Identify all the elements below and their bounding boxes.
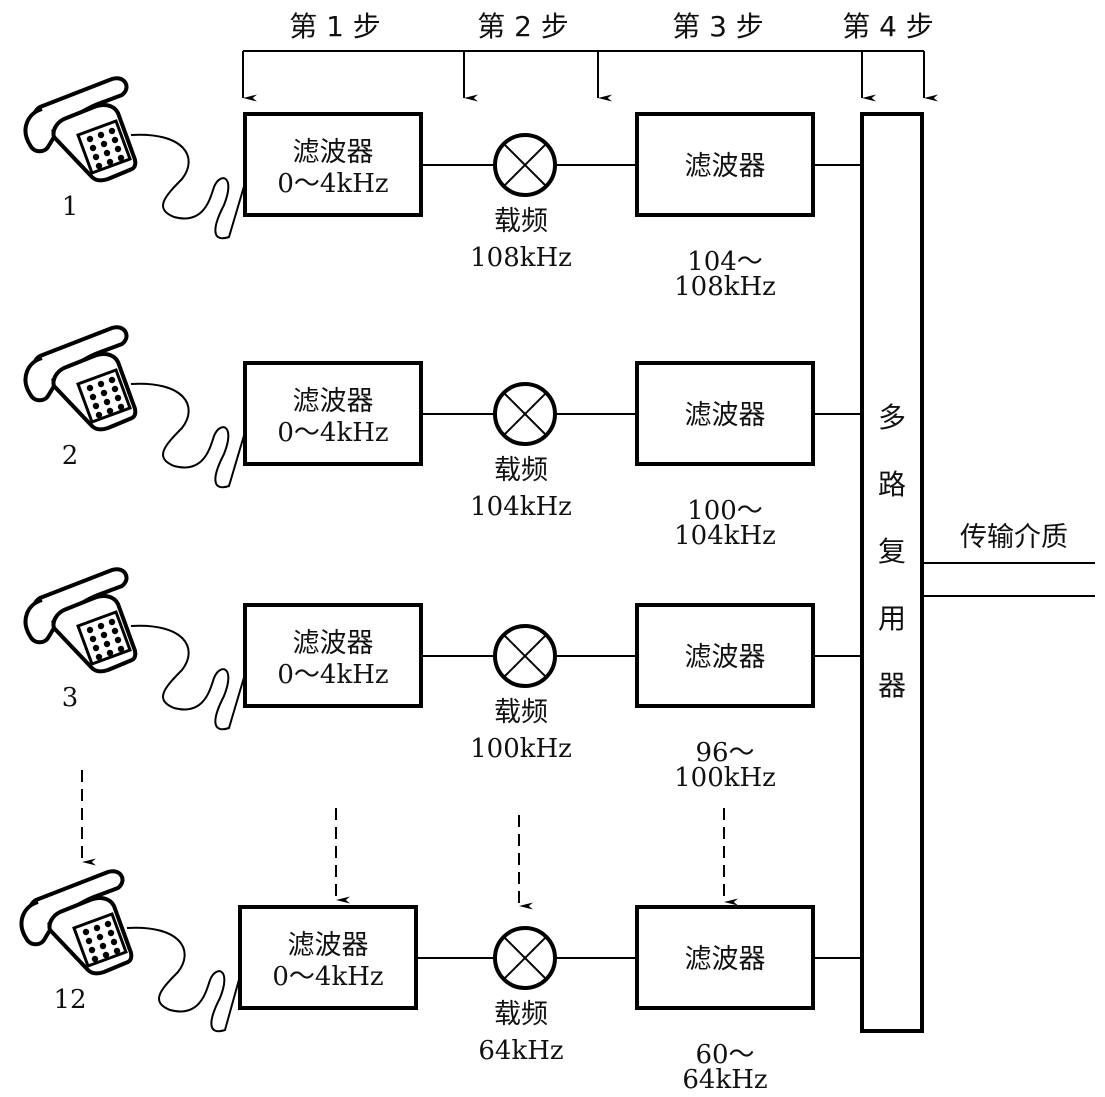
- carrier-label: 载频: [494, 455, 548, 486]
- transmission-medium: 传输介质: [922, 522, 1095, 597]
- lowpass-filter-box: [238, 905, 418, 1010]
- medium-label: 传输介质: [960, 522, 1068, 553]
- telephone-icon: [23, 567, 138, 674]
- band-range-high: 64kHz: [682, 1065, 767, 1095]
- filter-label: 滤波器: [685, 400, 766, 431]
- filter-range: 0～4kHz: [272, 962, 383, 992]
- band-range-low: 104～: [687, 247, 763, 277]
- step-label-1: 第 1 步: [289, 10, 381, 43]
- carrier-frequency: 104kHz: [470, 492, 572, 522]
- carrier-frequency: 108kHz: [470, 243, 572, 273]
- band-range-low: 100～: [687, 496, 763, 526]
- mixer-icon: [493, 382, 557, 446]
- mixer-icon: [493, 133, 557, 197]
- mixer-icon: [493, 624, 557, 688]
- phone-cord: [130, 624, 246, 731]
- carrier-frequency: 64kHz: [478, 1036, 563, 1066]
- multiplexer-char: 器: [878, 669, 906, 702]
- filter-range: 0～4kHz: [277, 418, 388, 448]
- step-label-4: 第 4 步: [842, 10, 934, 43]
- step-labels: 第 1 步 第 2 步 第 3 步 第 4 步: [289, 10, 934, 43]
- band-range-low: 96～: [695, 738, 754, 768]
- telephone-icon: [19, 869, 134, 976]
- phone-label: 12: [53, 985, 86, 1015]
- band-range-high: 100kHz: [674, 763, 776, 793]
- carrier-label: 载频: [494, 999, 548, 1030]
- filter-range: 0～4kHz: [277, 660, 388, 690]
- band-range-high: 104kHz: [674, 521, 776, 551]
- phone-cord: [130, 133, 246, 240]
- phone-cord: [130, 382, 246, 489]
- filter-label: 滤波器: [293, 137, 374, 168]
- filter-label: 滤波器: [293, 386, 374, 417]
- phone-label: 1: [62, 192, 79, 222]
- carrier-frequency: 100kHz: [470, 734, 572, 764]
- multiplexer-char: 路: [878, 468, 906, 501]
- channels: 1滤波器0～4kHz载频108kHz滤波器104～108kHz2滤波器0～4kH…: [19, 76, 862, 1095]
- band-range-high: 108kHz: [674, 272, 776, 302]
- phone-label: 3: [62, 683, 79, 713]
- multiplexer-box: [860, 112, 924, 1033]
- bandpass-filter-box: [635, 905, 815, 1010]
- filter-label: 滤波器: [288, 930, 369, 961]
- bandpass-filter-box: [635, 361, 815, 466]
- filter-label: 滤波器: [685, 151, 766, 182]
- lowpass-filter-box: [243, 603, 423, 708]
- lowpass-filter-box: [243, 112, 423, 217]
- phone-cord: [126, 926, 241, 1033]
- step-label-2: 第 2 步: [477, 10, 569, 43]
- multiplexer-char: 复: [878, 535, 906, 568]
- telephone-icon: [23, 76, 138, 183]
- filter-label: 滤波器: [293, 628, 374, 659]
- multiplexer-char: 多: [878, 401, 906, 434]
- filter-label: 滤波器: [685, 944, 766, 975]
- filter-range: 0～4kHz: [277, 169, 388, 199]
- step-bracket: [242, 50, 938, 102]
- lowpass-filter-box: [243, 361, 423, 466]
- step-label-3: 第 3 步: [672, 10, 764, 43]
- phone-label: 2: [62, 441, 79, 471]
- carrier-label: 载频: [494, 206, 548, 237]
- carrier-label: 载频: [494, 697, 548, 728]
- continuation-arrows: [81, 770, 738, 910]
- multiplexer: 多 路 复 用 器: [860, 112, 924, 1033]
- bandpass-filter-box: [635, 112, 815, 217]
- filter-label: 滤波器: [685, 642, 766, 673]
- mixer-icon: [493, 926, 557, 990]
- band-range-low: 60～: [695, 1040, 754, 1070]
- multiplexer-char: 用: [878, 602, 906, 635]
- telephone-icon: [23, 325, 138, 432]
